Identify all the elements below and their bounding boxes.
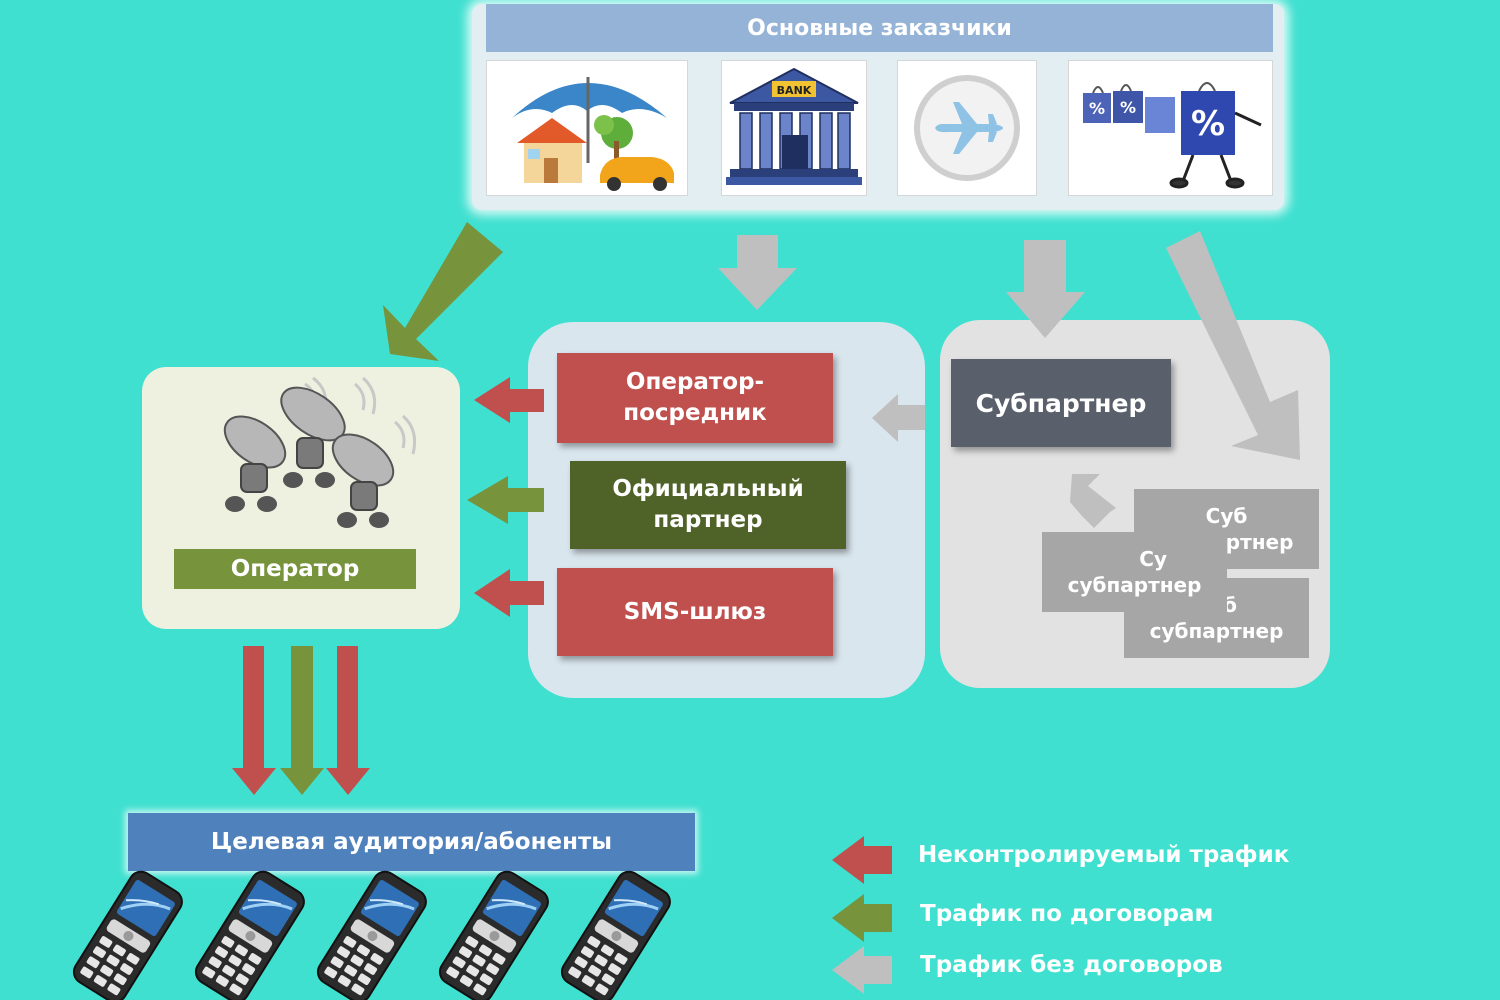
legend-item-contract: Трафик по договорам bbox=[920, 901, 1214, 927]
customer-tile-insurance bbox=[486, 60, 688, 196]
customer-tile-bank: BANK bbox=[721, 60, 867, 196]
large-discount-badge: % bbox=[1190, 104, 1224, 144]
sub-subpartner-3-word: субпартнер bbox=[1149, 619, 1284, 643]
arrow-operator-to-audience-red-2 bbox=[326, 646, 370, 795]
bank-building-icon: BANK bbox=[726, 67, 862, 185]
legend-arrow-contract bbox=[832, 894, 892, 942]
arrow-customers-to-intermediaries bbox=[718, 235, 797, 310]
arrow-customers-to-subpartner bbox=[1006, 240, 1085, 338]
sub-subpartner-1-partial: Су bbox=[1139, 547, 1167, 571]
arrow-partner-to-operator bbox=[467, 476, 544, 524]
arrow-sub-subpartners-up bbox=[1070, 474, 1116, 528]
subpartner-box: Субпартнер bbox=[951, 359, 1171, 447]
legend: Неконтролируемый трафик Трафик по догово… bbox=[900, 838, 1420, 998]
customer-tile-airline bbox=[897, 60, 1037, 196]
operator-intermediary-box: Оператор- посредник bbox=[557, 353, 833, 443]
arrow-subpartner-to-intermediaries bbox=[872, 394, 925, 442]
legend-item-no-contract: Трафик без договоров bbox=[920, 952, 1223, 978]
arrow-sms-to-operator bbox=[474, 569, 544, 617]
phones-row bbox=[64, 870, 684, 1000]
bank-badge: BANK bbox=[777, 84, 812, 97]
small-discount-badge: % bbox=[1088, 99, 1104, 118]
legend-item-uncontrolled: Неконтролируемый трафик bbox=[918, 842, 1290, 868]
legend-arrow-uncontrolled bbox=[832, 836, 892, 884]
mobile-phone-icon bbox=[438, 870, 549, 1000]
sms-gateway-box: SMS-шлюз bbox=[557, 568, 833, 656]
sub-subpartner-box-1: Су субпартнер bbox=[1042, 532, 1227, 612]
mobile-phone-icon bbox=[194, 870, 305, 1000]
mobile-phone-icon bbox=[72, 870, 183, 1000]
mobile-phone-icon bbox=[560, 870, 671, 1000]
arrow-operator-to-audience-green bbox=[280, 646, 324, 795]
arrow-operator-to-audience-red-1 bbox=[232, 646, 276, 795]
arrow-customers-to-operator bbox=[383, 222, 503, 361]
operator-label: Оператор bbox=[174, 549, 416, 589]
customer-tile-shopping: % % % bbox=[1068, 60, 1273, 196]
arrow-customers-to-sub-subpartners bbox=[1166, 231, 1300, 460]
discount-shopping-bags-icon: % % % bbox=[1082, 82, 1262, 189]
arrow-intermediary-to-operator bbox=[474, 377, 544, 423]
mobile-phone-icon bbox=[316, 870, 427, 1000]
svg-text:%: % bbox=[1119, 98, 1135, 117]
legend-arrow-no-contract bbox=[832, 946, 892, 994]
insurance-umbrella-house-car-icon bbox=[512, 77, 674, 191]
satellite-dishes-icon bbox=[223, 376, 417, 528]
sub-subpartner-1-word: субпартнер bbox=[1067, 573, 1202, 597]
official-partner-box: Официальный партнер bbox=[570, 461, 846, 549]
audience-label: Целевая аудитория/абоненты bbox=[128, 813, 695, 871]
customers-header: Основные заказчики bbox=[486, 4, 1273, 52]
sub-subpartner-2-prefix: Суб bbox=[1205, 504, 1248, 528]
airplane-icon bbox=[914, 75, 1020, 181]
